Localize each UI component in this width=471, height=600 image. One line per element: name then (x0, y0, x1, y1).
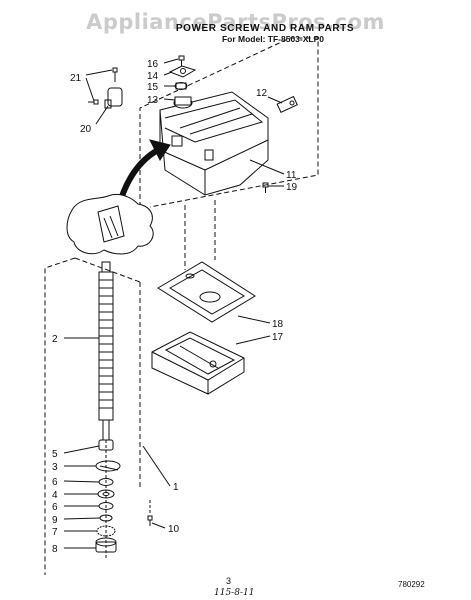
callout-7: 7 (52, 527, 58, 538)
callout-12: 12 (256, 88, 268, 99)
diagram-code: 780292 (398, 580, 425, 589)
part-16-screw (178, 55, 185, 66)
callout-6-lower: 6 (52, 502, 58, 513)
watermark-text: AppliancePartsPros.com (86, 10, 385, 34)
callout-4: 4 (52, 490, 58, 501)
callout-17: 17 (272, 332, 284, 343)
callout-13: 13 (147, 95, 159, 106)
callout-21: 21 (70, 73, 82, 84)
callout-16: 16 (147, 59, 159, 70)
part-2-power-screw (98, 261, 114, 441)
part-14-plate (168, 65, 197, 78)
part-17-ram (151, 331, 245, 395)
callout-9: 9 (52, 515, 58, 526)
model-label: For Model: TF-8503-XLP0 (221, 34, 324, 44)
part-3-washer (95, 460, 121, 472)
callout-3: 3 (52, 462, 58, 473)
part-20-pivot-bracket (104, 87, 123, 109)
part-11-bracket (159, 91, 269, 196)
part-21-screws (88, 67, 118, 105)
leader-lines (63, 58, 285, 549)
detail-magnifier-content (97, 205, 125, 243)
callout-1: 1 (173, 482, 179, 493)
part-18-gasket (157, 261, 256, 323)
callout-19: 19 (286, 182, 298, 193)
callout-labels: 2 5 3 6 4 6 9 7 8 1 10 18 17 11 19 12 16… (52, 59, 298, 555)
part-13-bushing (173, 96, 193, 109)
part-15-nut (174, 82, 188, 90)
handwritten-note: 115-8-11 (214, 588, 255, 598)
page-number: 3 (226, 576, 232, 586)
callout-18: 18 (272, 319, 284, 330)
lower-dashed-outline-left (44, 257, 76, 575)
housing-dashed-outline (139, 37, 319, 208)
part-19-screw (262, 182, 269, 193)
callout-15: 15 (147, 82, 159, 93)
callout-8: 8 (52, 544, 58, 555)
callout-5: 5 (52, 449, 58, 460)
part-12-switch (276, 95, 298, 113)
part-10-screw (147, 500, 153, 526)
callout-6-upper: 6 (52, 477, 58, 488)
callout-2: 2 (52, 334, 58, 345)
callout-10: 10 (168, 524, 180, 535)
callout-20: 20 (80, 124, 92, 135)
callout-14: 14 (147, 71, 159, 82)
callout-11: 11 (286, 170, 297, 181)
diagram-title: POWER SCREW AND RAM PARTS (175, 23, 355, 34)
